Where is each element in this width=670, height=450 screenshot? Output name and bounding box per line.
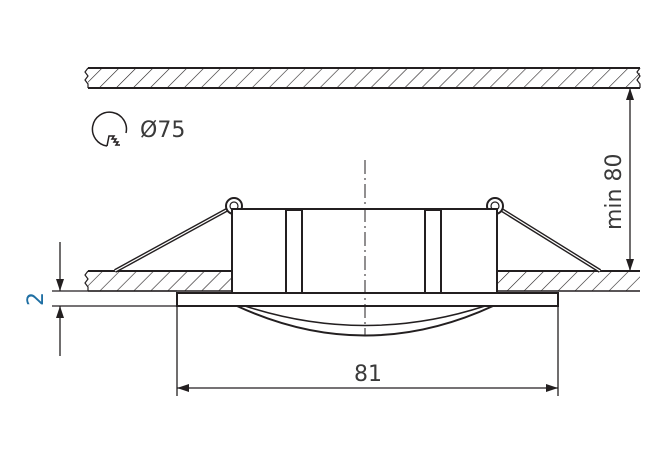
spring-clips: [114, 197, 602, 273]
height-label: min 80: [602, 154, 627, 230]
mounting-panel: [84, 270, 640, 292]
upper-ceiling-slab: [84, 67, 641, 89]
width-dimension: [176, 306, 559, 396]
cutout-diameter-label: Ø75: [140, 118, 185, 143]
hole-saw-icon: [91, 111, 128, 147]
flange-thickness-dimension: [52, 242, 177, 356]
flange-thickness-label: 2: [24, 292, 49, 306]
width-label: 81: [354, 362, 382, 387]
